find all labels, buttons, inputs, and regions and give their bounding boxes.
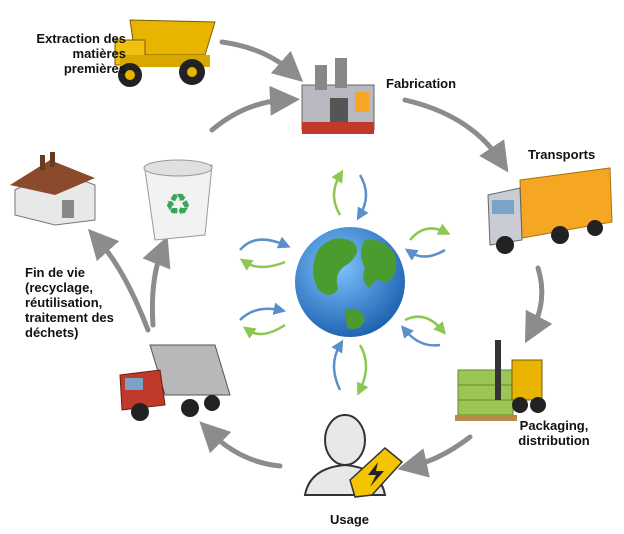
arrow-extraction-to-fabrication [219, 39, 304, 82]
arrow-packaging-to-usage [397, 434, 473, 478]
cycle-arrows [87, 39, 553, 478]
mining-truck-icon [114, 19, 216, 87]
label-packaging: Packaging, distribution [518, 418, 590, 448]
globe-icon [295, 227, 405, 337]
svg-text:♻: ♻ [165, 188, 192, 223]
arrow-fabrication-to-transports [402, 97, 509, 173]
arrow-recycling-to-fabrication [209, 85, 300, 133]
arrow-transports-to-packaging [524, 265, 553, 344]
delivery-truck-icon [487, 167, 613, 254]
recycling-bin-icon: ♻ [143, 159, 213, 241]
garbage-truck-icon [119, 344, 231, 421]
arrow-usage-to-endoflife [199, 421, 283, 469]
label-usage: Usage [330, 512, 370, 527]
house-icon [10, 152, 96, 226]
label-transports: Transports [528, 147, 596, 162]
label-extraction: Extraction des matières premières [36, 31, 126, 76]
label-fabrication: Fabrication [386, 76, 457, 91]
arrow-endoflife-to-recycling [142, 236, 171, 328]
user-icon [303, 414, 404, 498]
forklift-pallet-icon [455, 340, 546, 421]
factory-icon [301, 58, 375, 134]
exchange-arrows [239, 169, 451, 396]
label-fin-de-vie: Fin de vie (recyclage, réutilisation, tr… [25, 265, 114, 340]
arrow-endoflife-to-house [87, 228, 151, 333]
